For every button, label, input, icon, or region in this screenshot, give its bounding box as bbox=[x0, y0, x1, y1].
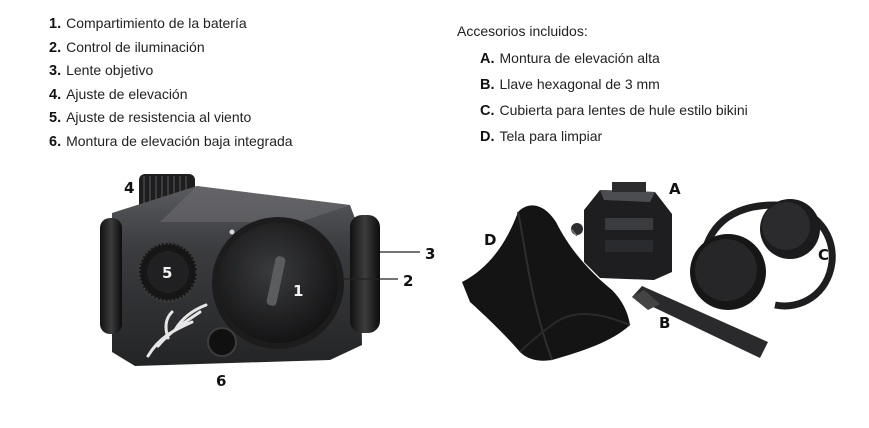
accessories-list: A.Montura de elevación alta B.Llave hexa… bbox=[480, 50, 748, 154]
list-item: D.Tela para limpiar bbox=[480, 128, 748, 154]
list-item: 1.Compartimiento de la batería bbox=[49, 15, 293, 39]
list-item: 6.Montura de elevación baja integrada bbox=[49, 133, 293, 157]
item-text: Llave hexagonal de 3 mm bbox=[499, 76, 660, 92]
list-item: C.Cubierta para lentes de hule estilo bi… bbox=[480, 102, 748, 128]
item-number: 2. bbox=[49, 39, 62, 56]
screw-thread bbox=[570, 228, 578, 237]
item-number: 4. bbox=[49, 86, 62, 103]
item-text: Cubierta para lentes de hule estilo biki… bbox=[499, 102, 748, 118]
mount-slot bbox=[605, 240, 653, 252]
accessories-title: Accesorios incluidos: bbox=[457, 23, 588, 39]
item-number: 3. bbox=[49, 63, 62, 79]
body-top-highlight bbox=[160, 186, 350, 222]
callout-C: C bbox=[818, 246, 830, 264]
cleaning-cloth bbox=[462, 205, 631, 361]
item-number: 6. bbox=[49, 133, 62, 150]
callout-3: 3 bbox=[425, 245, 436, 263]
callout-1: 1 bbox=[293, 282, 304, 300]
item-text: Ajuste de elevación bbox=[66, 85, 188, 102]
mount-slot bbox=[605, 218, 653, 230]
hex-key-long-arm bbox=[632, 286, 768, 358]
list-item: 5.Ajuste de resistencia al viento bbox=[49, 109, 293, 133]
callout-5: 5 bbox=[162, 264, 173, 282]
callout-D: D bbox=[484, 231, 497, 249]
item-letter: B. bbox=[480, 77, 495, 93]
mount-top bbox=[600, 190, 655, 202]
item-text: Montura de elevación baja integrada bbox=[66, 132, 293, 149]
objective-lens-ring bbox=[350, 215, 380, 333]
mount-screw bbox=[207, 327, 237, 357]
battery-cap-slot bbox=[266, 256, 286, 306]
high-mount bbox=[570, 182, 672, 280]
list-item: 4.Ajuste de elevación bbox=[49, 86, 293, 110]
mount-rail bbox=[612, 182, 646, 192]
item-text: Tela para limpiar bbox=[499, 128, 603, 144]
item-text: Lente objetivo bbox=[66, 62, 154, 78]
list-item: A.Montura de elevación alta bbox=[480, 50, 748, 76]
item-number: 5. bbox=[49, 110, 62, 126]
list-item: 3.Lente objetivo bbox=[49, 62, 293, 86]
windage-knob-face bbox=[147, 251, 189, 293]
hex-key-short-arm bbox=[632, 290, 660, 310]
list-item: 2.Control de iluminación bbox=[49, 39, 293, 63]
cover-cap-front-face bbox=[695, 239, 757, 301]
cloth-fold bbox=[517, 211, 553, 361]
item-letter: D. bbox=[480, 129, 495, 145]
item-letter: C. bbox=[480, 103, 495, 119]
bikini-lens-cover bbox=[690, 199, 836, 310]
item-text: Compartimiento de la batería bbox=[66, 15, 247, 31]
brand-logo-icon bbox=[146, 303, 208, 358]
mount-screw bbox=[571, 223, 583, 235]
callout-6: 6 bbox=[216, 372, 227, 390]
item-number: 1. bbox=[49, 16, 62, 32]
item-text: Control de iluminación bbox=[66, 38, 205, 55]
mount-body bbox=[584, 190, 672, 280]
indicator-dot bbox=[229, 229, 235, 235]
list-item: B.Llave hexagonal de 3 mm bbox=[480, 76, 748, 102]
rear-lens-ring bbox=[100, 218, 122, 334]
cloth-fold bbox=[519, 313, 631, 353]
callout-B: B bbox=[659, 314, 671, 332]
cloth-body bbox=[462, 205, 630, 361]
callout-4: 4 bbox=[124, 179, 135, 197]
callout-A: A bbox=[669, 180, 681, 198]
parts-list: 1.Compartimiento de la batería 2.Control… bbox=[49, 15, 293, 156]
item-letter: A. bbox=[480, 51, 495, 67]
item-text: Ajuste de resistencia al viento bbox=[66, 109, 252, 125]
cover-cap-rear-face bbox=[762, 202, 810, 250]
red-dot-sight bbox=[100, 174, 420, 366]
callout-2: 2 bbox=[403, 272, 414, 290]
item-text: Montura de elevación alta bbox=[499, 50, 660, 66]
hex-key bbox=[632, 286, 768, 358]
